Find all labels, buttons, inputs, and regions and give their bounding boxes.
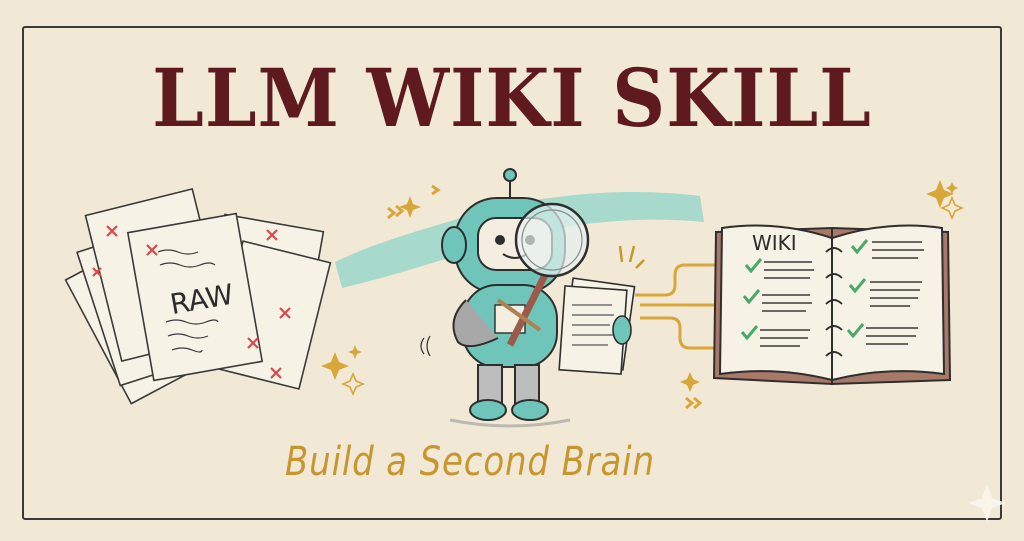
red-x-mark-icon [92, 225, 291, 379]
wiki-label: WIKI [752, 231, 797, 255]
green-checkmark-icon [740, 239, 869, 341]
shine-lines [618, 245, 645, 269]
teal-watercolor-swash [335, 191, 704, 288]
sparkle-icon [321, 180, 958, 392]
document-scribbles [157, 249, 219, 353]
magnifying-glass-icon [506, 202, 590, 347]
connector-lines [635, 263, 727, 350]
page-title: LLM WIKI SKILL [152, 51, 872, 145]
page-subtitle: Build a Second Brain [285, 439, 655, 485]
robot-shadow [449, 418, 571, 428]
watermark-sparkle-icon [968, 484, 1006, 522]
paper-stack-icon [558, 277, 636, 375]
double-chevron-icon [387, 184, 703, 410]
raw-documents-icon [64, 187, 332, 405]
sketch-border-frame [22, 26, 1002, 520]
sparkle-outline-icon [340, 195, 965, 397]
binder-rings [825, 247, 843, 357]
book-text-lines [760, 241, 924, 347]
motion-lines [420, 335, 431, 357]
pencil-icon [496, 298, 542, 332]
open-binder-book-icon [712, 224, 952, 386]
